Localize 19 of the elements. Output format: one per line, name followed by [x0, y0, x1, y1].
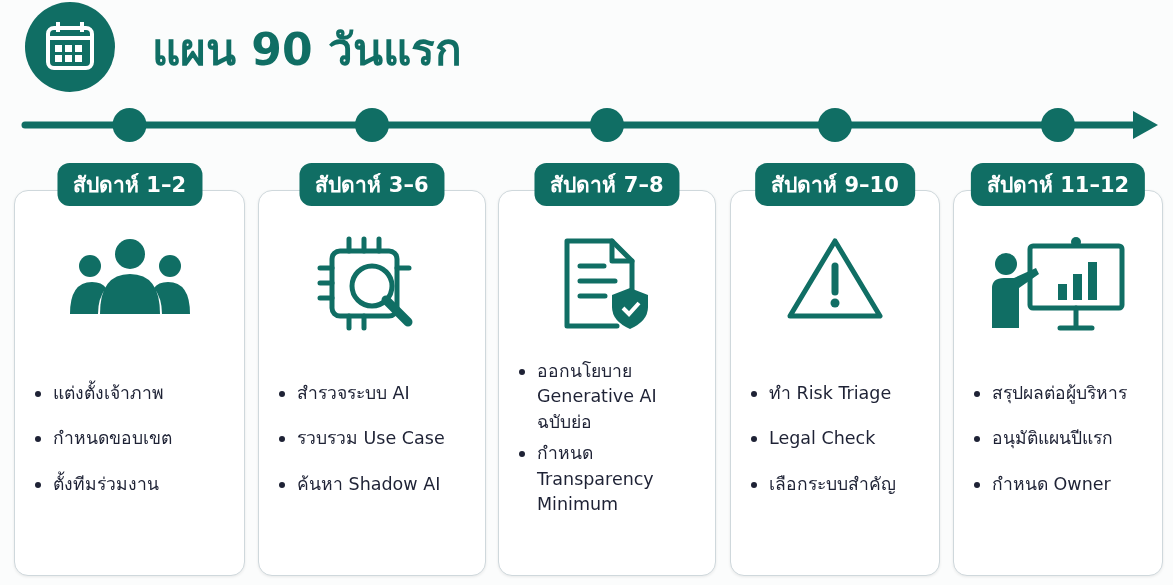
- week-tag: สัปดาห์ 9–10: [755, 163, 915, 206]
- bullet-text: Legal Check: [769, 428, 876, 449]
- bullet-text: ค้นหา Shadow AI: [297, 473, 441, 494]
- week-tag: สัปดาห์ 7–8: [534, 163, 680, 206]
- bullet-text: ออกนโยบาย Generative AI ฉบับย่อ: [537, 361, 657, 432]
- bullet-text: อนุมัติแผนปีแรก: [992, 428, 1113, 449]
- week-tag: สัปดาห์ 11–12: [970, 163, 1146, 206]
- bullet-text: สรุปผลต่อผู้บริหาร: [992, 383, 1127, 403]
- title: แผน 90 วันแรก: [152, 23, 462, 77]
- week-tag: สัปดาห์ 1–2: [57, 163, 202, 206]
- bullet-text: กำหนดขอบเขต: [53, 428, 172, 449]
- bullet-text: ตั้งทีมร่วมงาน: [53, 473, 159, 494]
- week-tag: สัปดาห์ 3–6: [299, 163, 445, 206]
- bullet-text: ทำ Risk Triage: [769, 383, 892, 403]
- bullet-text: กำหนด Owner: [992, 473, 1111, 494]
- bullet-text: เลือกระบบสำคัญ: [769, 473, 896, 494]
- bullet-text: รวบรวม Use Case: [297, 428, 445, 449]
- bullet-text: กำหนด Transparency Minimum: [537, 443, 654, 514]
- bullet-text: สำรวจระบบ AI: [297, 383, 410, 403]
